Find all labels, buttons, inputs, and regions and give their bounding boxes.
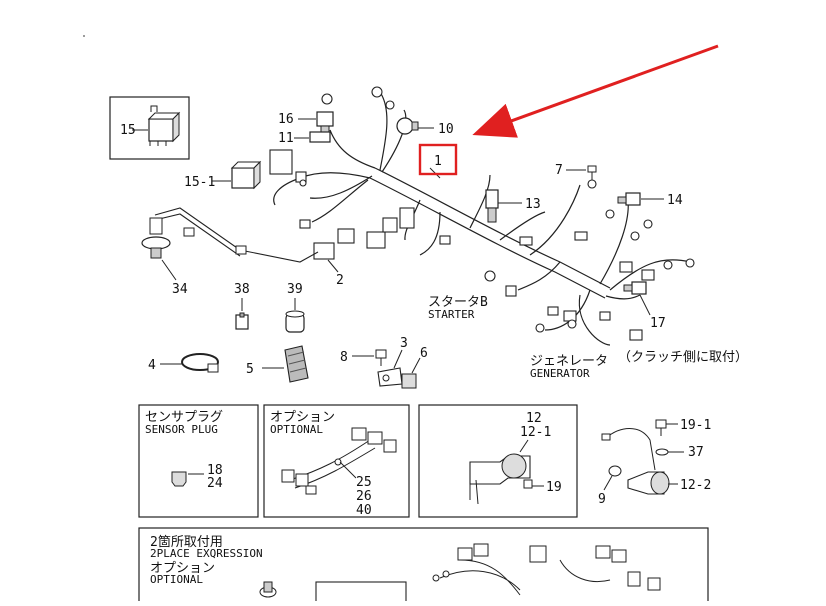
highlight-box [418,143,458,176]
sensor-plug-box: センサプラグ SENSOR PLUG 18 24 [138,404,259,518]
part-34-sensor: 34 [141,207,319,297]
label-17: 17 [650,316,666,331]
harness-connectors [269,86,695,341]
label-15: 15 [120,123,136,138]
part-6-clip: 6 [401,346,428,389]
label-19-1: 19-1 [680,418,711,433]
label-19: 19 [546,480,562,495]
label-9: 9 [598,492,606,507]
label-18: 18 [207,463,223,478]
part-38-spacer: 38 [234,282,250,330]
part-17-switch: 17 [623,281,666,331]
optional2-jp: オプション [150,561,215,576]
part-12-2-relay: 12-2 [601,428,711,495]
part-15-1-relay: 15-1 [184,160,262,190]
label-39: 39 [287,282,303,297]
label-11: 11 [278,131,294,146]
highlight-arrow [472,44,719,138]
part-39-collar: 39 [285,282,305,333]
part-3-clamp: 3 [377,336,408,387]
part-4-clamp-band: 4 [148,353,219,373]
part-2-connector: 2 [327,259,344,288]
label-12-1: 12-1 [520,425,551,440]
label-40: 40 [356,503,372,518]
part-37-washer: 37 [655,445,704,460]
relay-box-12: 12 12-1 19 [418,404,578,518]
label-14: 14 [667,193,683,208]
part-8-bolt: 8 [340,349,387,366]
label-13: 13 [525,197,541,212]
label-24: 24 [207,476,223,491]
part-11-bracket: 11 [278,131,331,146]
label-26: 26 [356,489,372,504]
label-16: 16 [278,112,294,127]
label-10: 10 [438,122,454,137]
part-15-relay-box: 15 [109,96,190,160]
starter-en: STARTER [428,308,475,321]
label-8: 8 [340,350,348,365]
sensor-plug-jp: センサプラグ [145,410,223,425]
generator-jp: ジェネレータ [530,354,608,369]
starter-jp: スタータB [428,295,488,310]
part-16-sensor: 16 [278,111,334,137]
part-10-pressure-switch: 10 [396,117,454,137]
label-1: 1 [434,154,442,169]
two-place-en: 2PLACE EXQRESSION [150,547,263,560]
label-4: 4 [148,358,156,373]
part-14-sensor: 14 [617,192,683,208]
label-6: 6 [420,346,428,361]
clutch-note: （クラッチ側に取付） [618,350,748,365]
part-9-nut: 9 [598,465,622,507]
optional2-en: OPTIONAL [150,573,203,586]
optional-en: OPTIONAL [270,423,323,436]
label-2: 2 [336,273,344,288]
sensor-plug-en: SENSOR PLUG [145,423,218,436]
two-place-optional-box: 2箇所取付用 2PLACE EXQRESSION オプション OPTIONAL [138,527,709,606]
label-7: 7 [555,163,563,178]
part-19-1-bolt: 19-1 [655,418,711,436]
label-25: 25 [356,475,372,490]
label-12: 12 [526,411,542,426]
label-12-2: 12-2 [680,478,711,493]
part-1-callout: 1 [418,143,458,179]
label-38: 38 [234,282,250,297]
label-37: 37 [688,445,704,460]
two-place-jp: 2箇所取付用 [150,534,223,550]
speck [83,35,85,37]
label-5: 5 [246,362,254,377]
part-7-bolt: 7 [555,163,597,180]
label-3: 3 [400,336,408,351]
label-15-1: 15-1 [184,175,215,190]
part-5-grommet: 5 [246,345,309,383]
part-13-sensor: 13 [485,189,541,223]
label-34: 34 [172,282,188,297]
generator-en: GENERATOR [530,367,590,380]
optional-jp: オプション [270,410,335,425]
optional-box-harness: オプション OPTIONAL 25 26 40 [263,404,410,518]
